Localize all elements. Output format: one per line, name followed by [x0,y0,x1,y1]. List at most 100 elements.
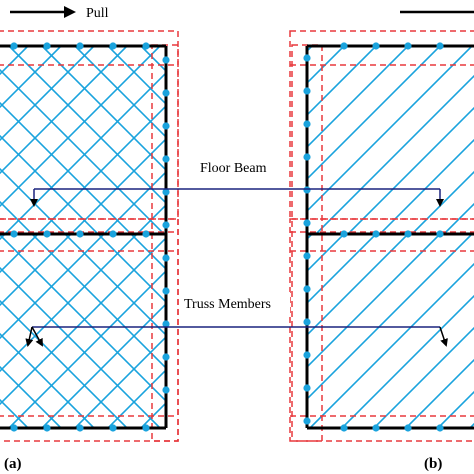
truss-member [307,46,441,181]
truss-member [307,46,345,85]
truss-members-label: Truss Members [184,297,271,312]
truss-member [8,269,166,428]
joint-node [43,42,51,50]
truss-member [74,46,166,139]
joint-node [340,230,348,238]
truss-member [8,46,166,205]
panel-b-lower-truss-members [307,234,474,428]
joint-node [303,351,311,359]
truss-member [0,46,62,109]
truss-member [41,46,166,172]
pull-label: Pull [86,6,109,21]
joint-node [303,54,311,62]
truss-member [373,326,474,428]
panel-b-lower-outline [289,218,474,442]
joint-node [436,42,444,50]
truss-member [372,46,474,428]
panel-a-label: (a) [4,456,22,472]
joint-node [109,230,117,238]
joint-node [162,320,170,328]
joint-node [10,230,18,238]
panel-b-upper-outline [289,30,474,220]
floor-beam-annotation: Floor Beam [30,156,444,207]
truss-member [0,68,166,238]
truss-member [92,46,280,234]
joint-node [162,56,170,64]
truss-member [379,138,474,234]
truss-member [307,46,409,149]
truss-member [307,46,473,213]
truss-members-annotation: Truss Members [25,292,448,347]
joint-node [10,424,18,432]
truss-member [437,390,474,428]
joint-node [10,42,18,50]
joint-node [162,386,170,394]
joint-node [162,188,170,196]
truss-member [0,137,166,307]
joint-node [303,219,311,227]
joint-node [404,230,412,238]
truss-member [107,368,166,428]
truss-member [0,299,128,428]
joint-node [404,424,412,432]
joint-node [142,42,150,50]
joint-node [162,221,170,229]
truss-member [372,46,474,428]
truss-member [307,234,441,369]
truss-member [443,202,474,234]
joint-node [303,186,311,194]
truss-member [0,46,95,142]
joint-node [43,424,51,432]
truss-member [0,167,166,337]
joint-node [162,287,170,295]
truss-member [74,335,166,428]
joint-node [340,424,348,432]
joint-node [303,384,311,392]
panel-b-label: (b) [424,456,442,472]
joint-node [162,353,170,361]
truss-member [307,46,377,117]
joint-node [43,230,51,238]
truss-member [315,74,474,234]
truss-member [174,46,474,428]
truss-member [0,266,161,428]
truss-member [0,236,166,406]
joint-node [76,230,84,238]
joint-node [303,120,311,128]
panel-b-upper-truss-members [92,46,474,234]
floor-beam-label: Floor Beam [200,161,267,176]
pull-arrow-head [64,6,76,18]
joint-node [372,424,380,432]
truss-member [41,302,166,428]
joint-node [303,285,311,293]
truss-member [0,71,166,241]
joint-node [404,42,412,50]
truss-member [0,46,128,175]
joint-node [372,230,380,238]
truss-member [0,170,166,340]
dashed-outlines [0,30,474,442]
joint-node [372,42,380,50]
joint-node [303,153,311,161]
joint-node [142,424,150,432]
truss-member [307,234,313,241]
joint-node [109,424,117,432]
truss-member [307,234,473,401]
panel-a-truss-members [0,46,474,428]
truss-member [0,104,166,274]
joint-node [303,252,311,260]
joint-node [162,89,170,97]
truss-member [307,234,345,273]
joint-node [436,424,444,432]
truss-member [0,332,95,428]
truss-member [306,46,474,428]
joint-node [162,155,170,163]
truss-member [0,365,62,428]
joint-node [436,230,444,238]
joint-node [76,42,84,50]
joint-node [340,42,348,50]
joint-node [162,122,170,130]
truss-member [306,46,474,428]
truss-member [174,46,474,428]
